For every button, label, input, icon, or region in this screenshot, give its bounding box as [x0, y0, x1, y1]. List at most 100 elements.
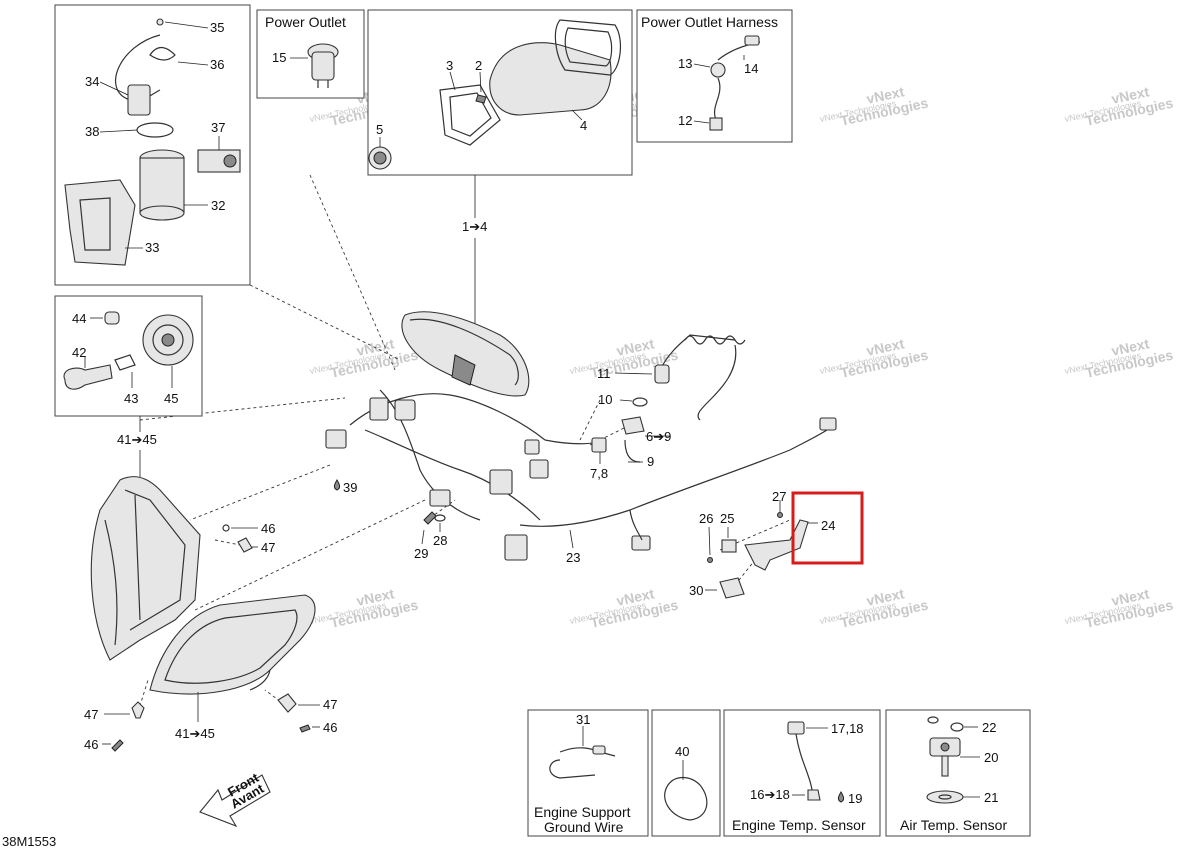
callout-36: 36 — [210, 57, 224, 72]
callout-42: 42 — [72, 345, 86, 360]
svg-text:vNext: vNext — [1110, 585, 1151, 609]
callout-39: 39 — [343, 480, 357, 495]
callout-30: 30 — [689, 583, 703, 598]
svg-text:vNext: vNext — [615, 585, 656, 609]
box-title-power-outlet: Power Outlet — [265, 14, 346, 30]
clip-43 — [114, 354, 136, 371]
callout-17-18: 17,18 — [831, 721, 864, 736]
svg-text:vNext: vNext — [865, 585, 906, 609]
callout-14: 14 — [744, 61, 758, 76]
connector-17-18 — [787, 721, 805, 735]
tether-switch-assembly: 11 10 6➔9 7,8 9 — [590, 334, 746, 481]
watermark: vNext Technologies vNext Technologies — [819, 335, 930, 381]
clip-47-bottom-right — [277, 693, 297, 713]
bracket-33 — [64, 179, 136, 266]
bracket-assembly: 26 25 27 24 30 — [689, 489, 864, 599]
box-title-engine-support-2: Ground Wire — [544, 819, 624, 835]
callout-24: 24 — [821, 518, 835, 533]
callout-33: 33 — [145, 240, 159, 255]
callout-34: 34 — [85, 74, 99, 89]
washer-46 — [222, 524, 230, 532]
watermark: vNext Technologies vNext Technologies — [309, 585, 420, 631]
box-title-engine-temp: Engine Temp. Sensor — [732, 817, 866, 833]
callout-4: 4 — [580, 118, 587, 133]
washer-22b — [950, 722, 964, 732]
headlight-lens: 41➔45 47 46 47 46 — [84, 594, 337, 752]
box-engine-temp-sensor: 17,18 16➔18 19 Engine Temp. Sensor — [723, 709, 881, 837]
callout-21: 21 — [984, 790, 998, 805]
cluster-lens — [554, 19, 622, 76]
gasket-21 — [926, 790, 964, 804]
callout-20: 20 — [984, 750, 998, 765]
cylinder-32 — [139, 157, 185, 214]
callout-37: 37 — [211, 120, 225, 135]
bulb-42 — [63, 364, 113, 390]
clip-47-bottom-left — [131, 701, 145, 719]
box-part-40: 40 — [651, 709, 721, 837]
box-engine-support-ground-wire: 31 Engine Support Ground Wire — [527, 709, 649, 837]
callout-35: 35 — [210, 20, 224, 35]
watermark: vNext Technologies vNext Technologies — [1064, 335, 1175, 381]
callout-43: 43 — [124, 391, 138, 406]
svg-text:vNext: vNext — [1110, 83, 1151, 107]
watermark: vNext Technologies vNext Technologies — [1064, 585, 1175, 631]
watermark: vNext Technologies vNext Technologies — [1064, 83, 1175, 129]
screw-46-bottom-right — [299, 724, 311, 733]
svg-text:vNext: vNext — [865, 335, 906, 359]
callout-47a: 47 — [261, 540, 275, 555]
watermark: vNext Technologies vNext Technologies — [819, 585, 930, 631]
callout-11: 11 — [597, 366, 611, 381]
highlight-box-24 — [791, 491, 864, 565]
callout-40: 40 — [675, 744, 689, 759]
box-air-temp-sensor: 22 20 21 Air Temp. Sensor — [885, 709, 1031, 837]
callout-47b: 47 — [84, 707, 98, 722]
callout-29: 29 — [414, 546, 428, 561]
watermark: vNext Technologies vNext Technologies — [309, 335, 420, 381]
callout-32: 32 — [211, 198, 225, 213]
callout-1to4: 1➔4 — [462, 219, 487, 234]
instrument-cluster — [401, 311, 530, 397]
nut-10 — [632, 397, 648, 407]
cap-44 — [104, 311, 120, 325]
headlight-housing: 46 47 — [90, 476, 275, 661]
svg-text:vNext: vNext — [865, 83, 906, 107]
connector-39 — [325, 429, 347, 449]
callout-28: 28 — [433, 533, 447, 548]
screw-35 — [156, 18, 164, 26]
ground-wire-31 — [549, 759, 596, 779]
box-power-outlet: Power Outlet 15 — [256, 9, 365, 99]
clip-47 — [237, 537, 253, 553]
screw-29 — [423, 511, 437, 525]
box-power-outlet-harness: Power Outlet Harness 13 14 12 — [636, 9, 793, 143]
box-title-engine-support-1: Engine Support — [534, 804, 631, 820]
screw-2 — [475, 94, 487, 104]
callout-46a: 46 — [261, 521, 275, 536]
callout-25: 25 — [720, 511, 734, 526]
callout-27: 27 — [772, 489, 786, 504]
callout-9: 9 — [647, 454, 654, 469]
terminal-13 — [710, 62, 726, 78]
sensor-16-18 — [807, 789, 821, 801]
callout-2: 2 — [475, 58, 482, 73]
callout-22: 22 — [982, 720, 996, 735]
connector-12 — [709, 117, 723, 131]
spacer-25 — [721, 539, 737, 553]
callout-26: 26 — [699, 511, 713, 526]
callout-23: 23 — [566, 550, 580, 565]
fasteners-28-29: 29 28 — [414, 511, 447, 561]
callout-46c: 46 — [323, 720, 337, 735]
callout-6to9: 6➔9 — [646, 429, 671, 444]
callout-41to45-top: 41➔45 — [117, 432, 157, 447]
callout-3: 3 — [446, 58, 453, 73]
box-headlight-bulb: 44 45 42 43 — [54, 295, 203, 417]
callout-13: 13 — [678, 56, 692, 71]
callout-5: 5 — [376, 122, 383, 137]
washer-22a — [927, 716, 939, 724]
callout-44: 44 — [72, 311, 86, 326]
connector-34 — [127, 84, 151, 116]
callout-38: 38 — [85, 124, 99, 139]
connector-30 — [719, 577, 745, 599]
callout-19: 19 — [848, 791, 862, 806]
box-relay-group: 35 36 34 38 37 32 33 — [54, 4, 251, 286]
